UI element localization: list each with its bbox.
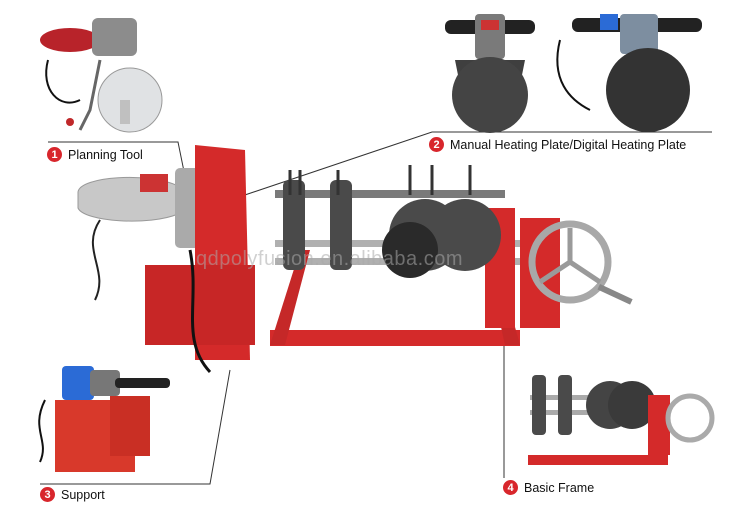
callout-basic-frame: 4 Basic Frame: [503, 480, 594, 495]
planning-tool-image: [40, 18, 163, 133]
callout-number-badge: 2: [429, 137, 444, 152]
callout-number-badge: 1: [47, 147, 62, 162]
main-machine-image: [77, 145, 633, 374]
callout-label: Basic Frame: [524, 480, 595, 495]
basic-frame-image: [528, 375, 715, 465]
callout-number-badge: 4: [503, 480, 518, 495]
callout-support: 3 Support: [40, 487, 105, 502]
callout-planning-tool: 1 Planning Tool: [47, 147, 143, 162]
callout-label: Support: [61, 487, 105, 502]
callout-heating-plate: 2 Manual Heating Plate/Digital Heating P…: [429, 137, 686, 152]
callout-number-badge: 3: [40, 487, 55, 502]
support-image: [38, 366, 170, 472]
watermark: qdpolyfusion.en.alibaba.com: [196, 248, 464, 270]
callout-label: Planning Tool: [68, 147, 143, 162]
heating-plates-image: [445, 14, 702, 133]
callout-label: Manual Heating Plate/Digital Heating Pla…: [450, 137, 687, 152]
